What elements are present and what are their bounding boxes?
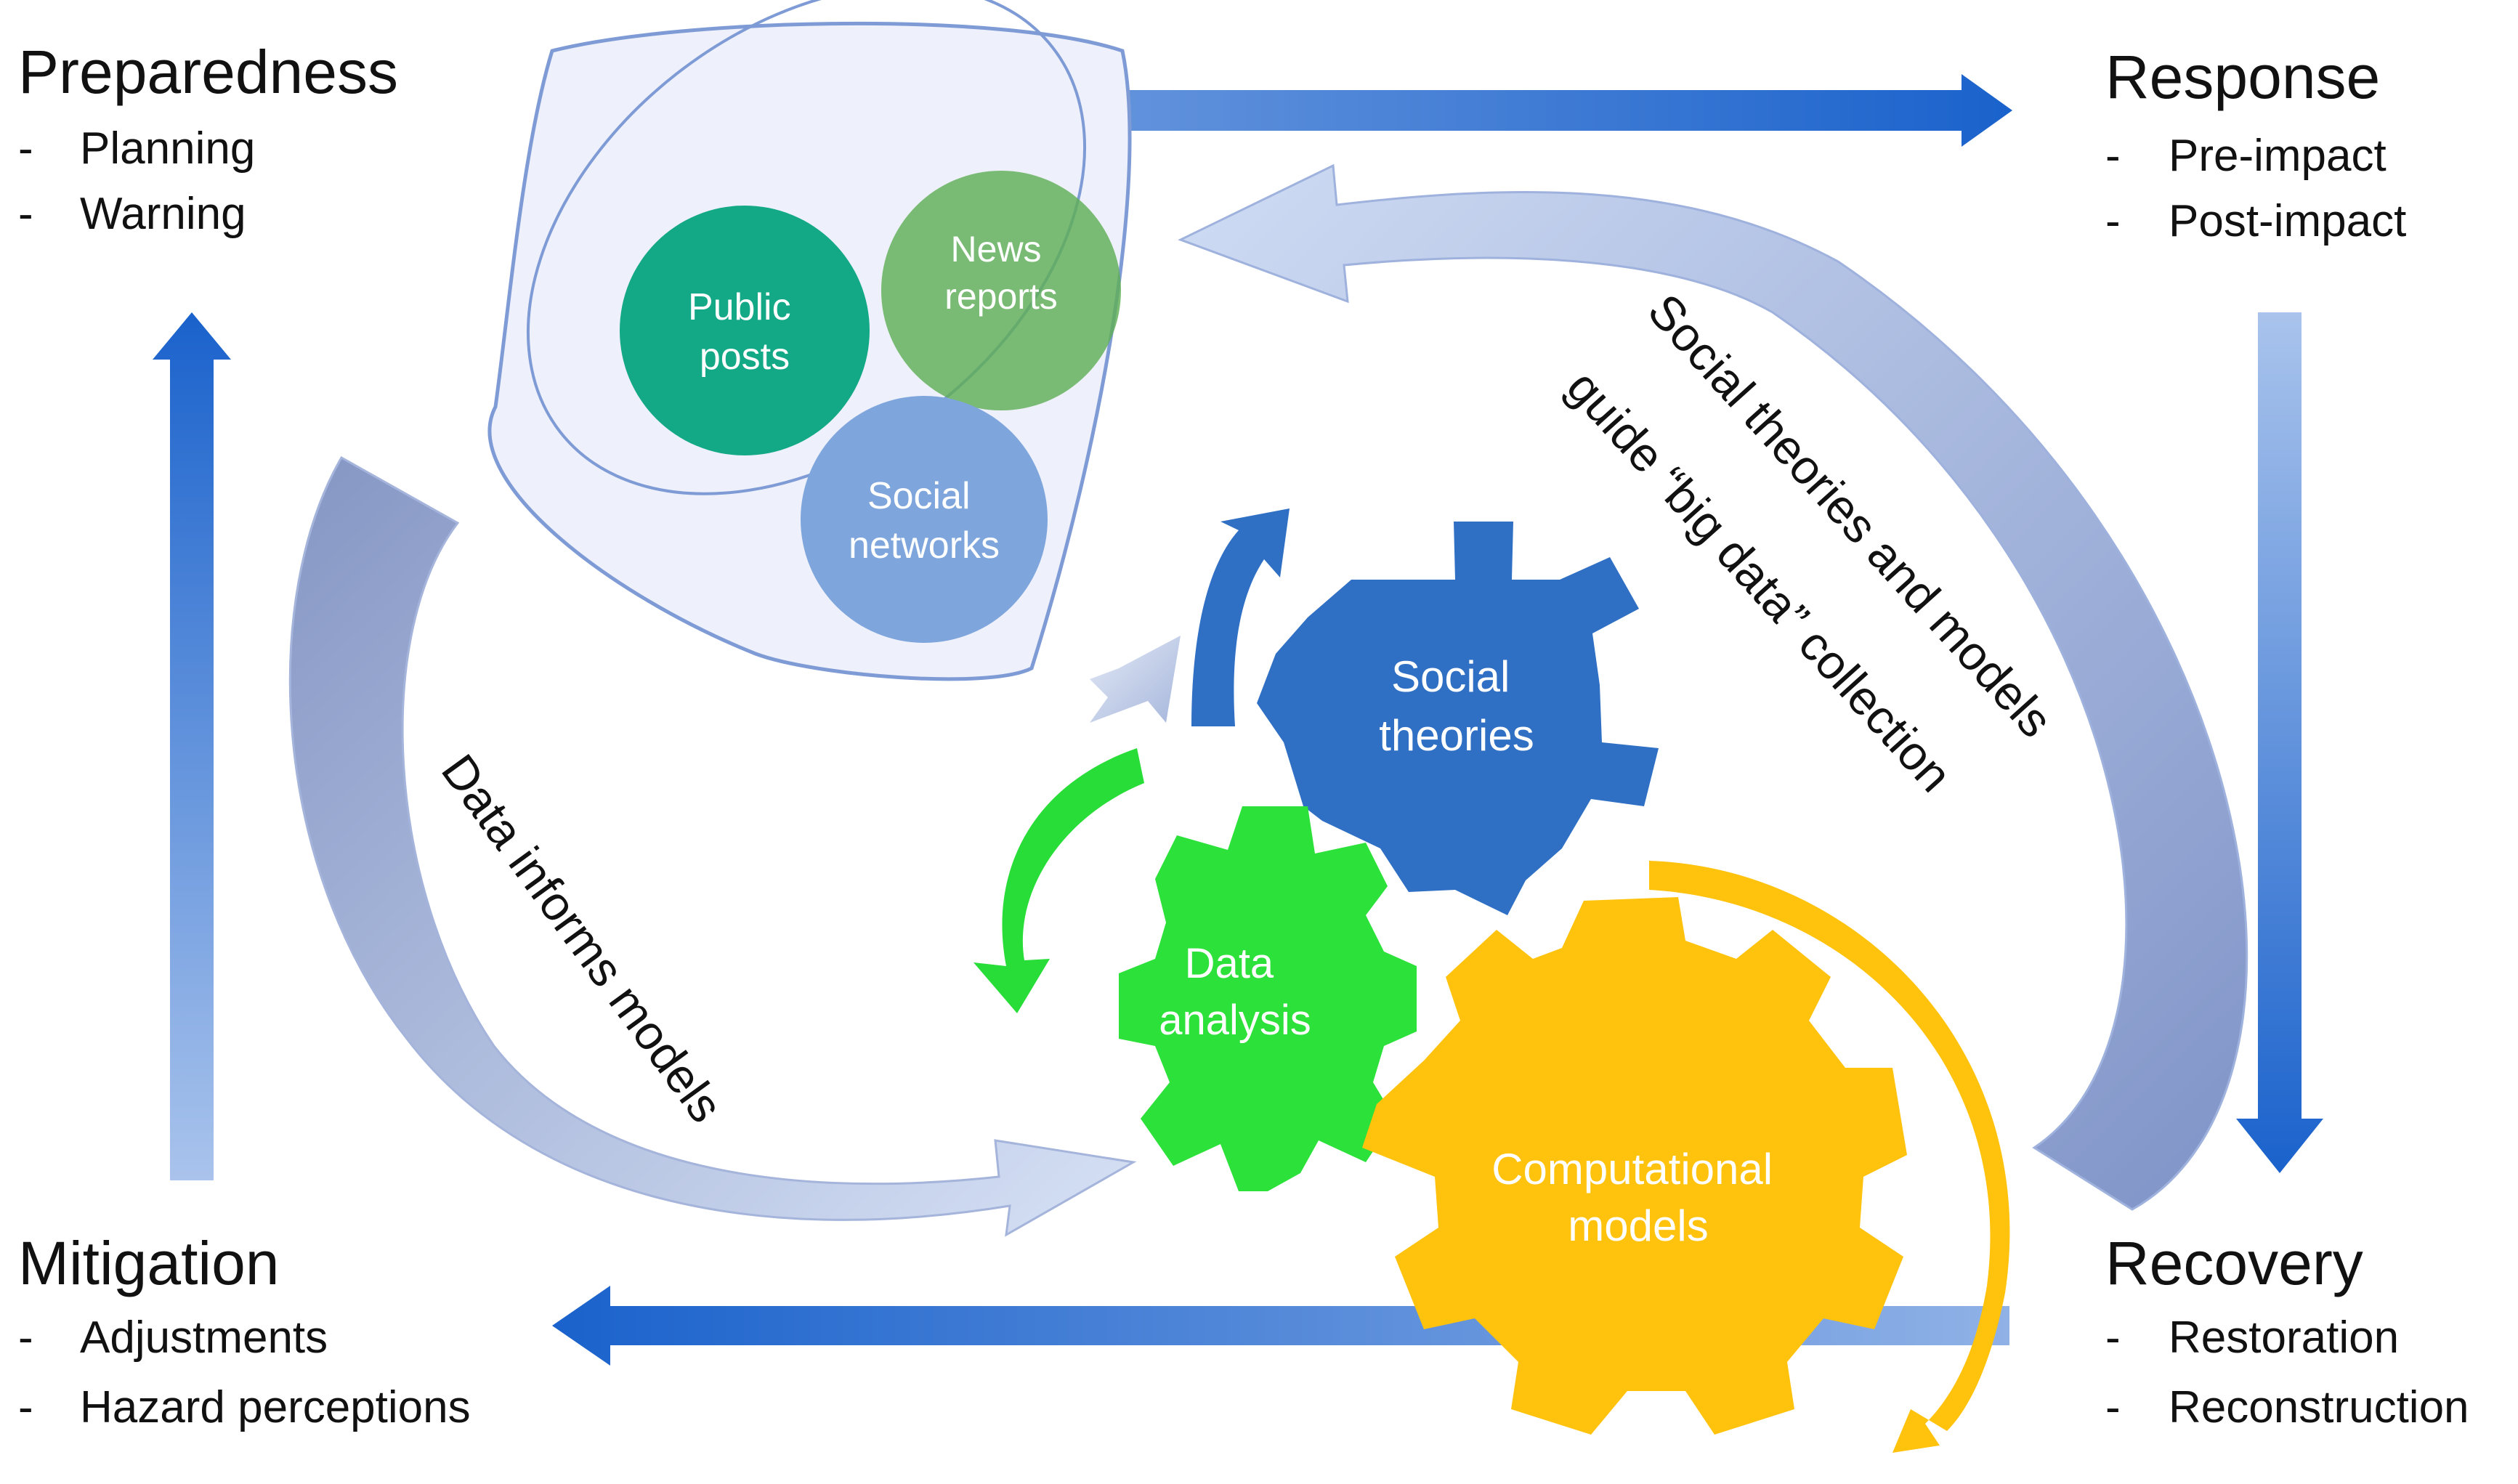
preparedness-bullet-2: - bbox=[18, 189, 33, 239]
data-analysis-label-line2: analysis bbox=[1159, 997, 1311, 1044]
preparedness-item-planning: Planning bbox=[80, 123, 255, 174]
svg-text:News reports: News reports bbox=[944, 229, 1058, 317]
recovery-bullet-2: - bbox=[2105, 1382, 2121, 1432]
public-posts-circle bbox=[620, 206, 870, 455]
data-informs-models-arrow bbox=[288, 455, 1137, 1237]
theories-to-analysis-arrow bbox=[973, 748, 1144, 1013]
mitigation-item-adjustments: Adjustments bbox=[80, 1313, 328, 1363]
analysis-to-theories-arrow bbox=[1191, 508, 1290, 726]
preparedness-title: Preparedness bbox=[18, 38, 398, 106]
social-networks-label-line2: networks bbox=[849, 524, 1000, 567]
funnel-output-arrow bbox=[1090, 636, 1181, 723]
recovery-item-reconstruction: Reconstruction bbox=[2169, 1382, 2469, 1432]
social-theories-label-line2: theories bbox=[1379, 711, 1534, 760]
computational-models-label-line2: models bbox=[1568, 1201, 1708, 1250]
svg-text:Computational models: Computational models bbox=[1491, 1145, 1785, 1250]
recovery-item-restoration: Restoration bbox=[2169, 1313, 2399, 1363]
preparedness-item-warning: Warning bbox=[80, 189, 246, 239]
response-item-post-impact: Post-impact bbox=[2169, 196, 2406, 246]
public-posts-label-line2: posts bbox=[700, 336, 790, 378]
response-to-recovery-arrow bbox=[2236, 312, 2323, 1173]
computational-models-gear-icon bbox=[1362, 897, 1907, 1435]
recovery-to-mitigation-arrow bbox=[552, 1286, 2009, 1366]
response-bullet-1: - bbox=[2105, 131, 2121, 181]
mitigation-to-preparedness-arrow bbox=[153, 312, 231, 1180]
response-item-pre-impact: Pre-impact bbox=[2169, 131, 2387, 181]
theories-guide-collection-arrow bbox=[1178, 163, 2248, 1211]
social-networks-circle bbox=[801, 396, 1048, 643]
data-analysis-label-line1: Data bbox=[1185, 940, 1274, 987]
data-analysis-gear-icon bbox=[1119, 806, 1417, 1191]
social-theories-label-line1: Social bbox=[1391, 652, 1510, 701]
public-posts-label-line1: Public bbox=[688, 286, 791, 328]
mitigation-item-hazard-perceptions: Hazard perceptions bbox=[80, 1382, 471, 1432]
social-networks-label-line1: Social bbox=[867, 475, 971, 517]
response-bullet-2: - bbox=[2105, 196, 2121, 246]
news-reports-label-line1: News bbox=[951, 229, 1042, 269]
computational-models-label-line1: Computational bbox=[1491, 1145, 1773, 1193]
mitigation-title: Mitigation bbox=[18, 1229, 280, 1297]
svg-text:Social networks: Social networks bbox=[849, 475, 1000, 567]
recovery-bullet-1: - bbox=[2105, 1313, 2121, 1363]
mitigation-bullet-2: - bbox=[18, 1382, 33, 1432]
social-theories-gear-icon bbox=[1257, 522, 1659, 915]
preparedness-bullet-1: - bbox=[18, 123, 33, 174]
mitigation-bullet-1: - bbox=[18, 1313, 33, 1363]
svg-text:Public posts: Public posts bbox=[688, 286, 801, 378]
svg-text:Data analysis: Data analysis bbox=[1159, 940, 1311, 1044]
svg-text:Social theories: Social theories bbox=[1379, 652, 1534, 760]
news-reports-label-line2: reports bbox=[944, 276, 1058, 317]
response-title: Response bbox=[2105, 43, 2380, 111]
news-reports-circle bbox=[881, 171, 1121, 410]
recovery-title: Recovery bbox=[2105, 1229, 2363, 1297]
models-loop-arrow bbox=[1649, 861, 2010, 1453]
